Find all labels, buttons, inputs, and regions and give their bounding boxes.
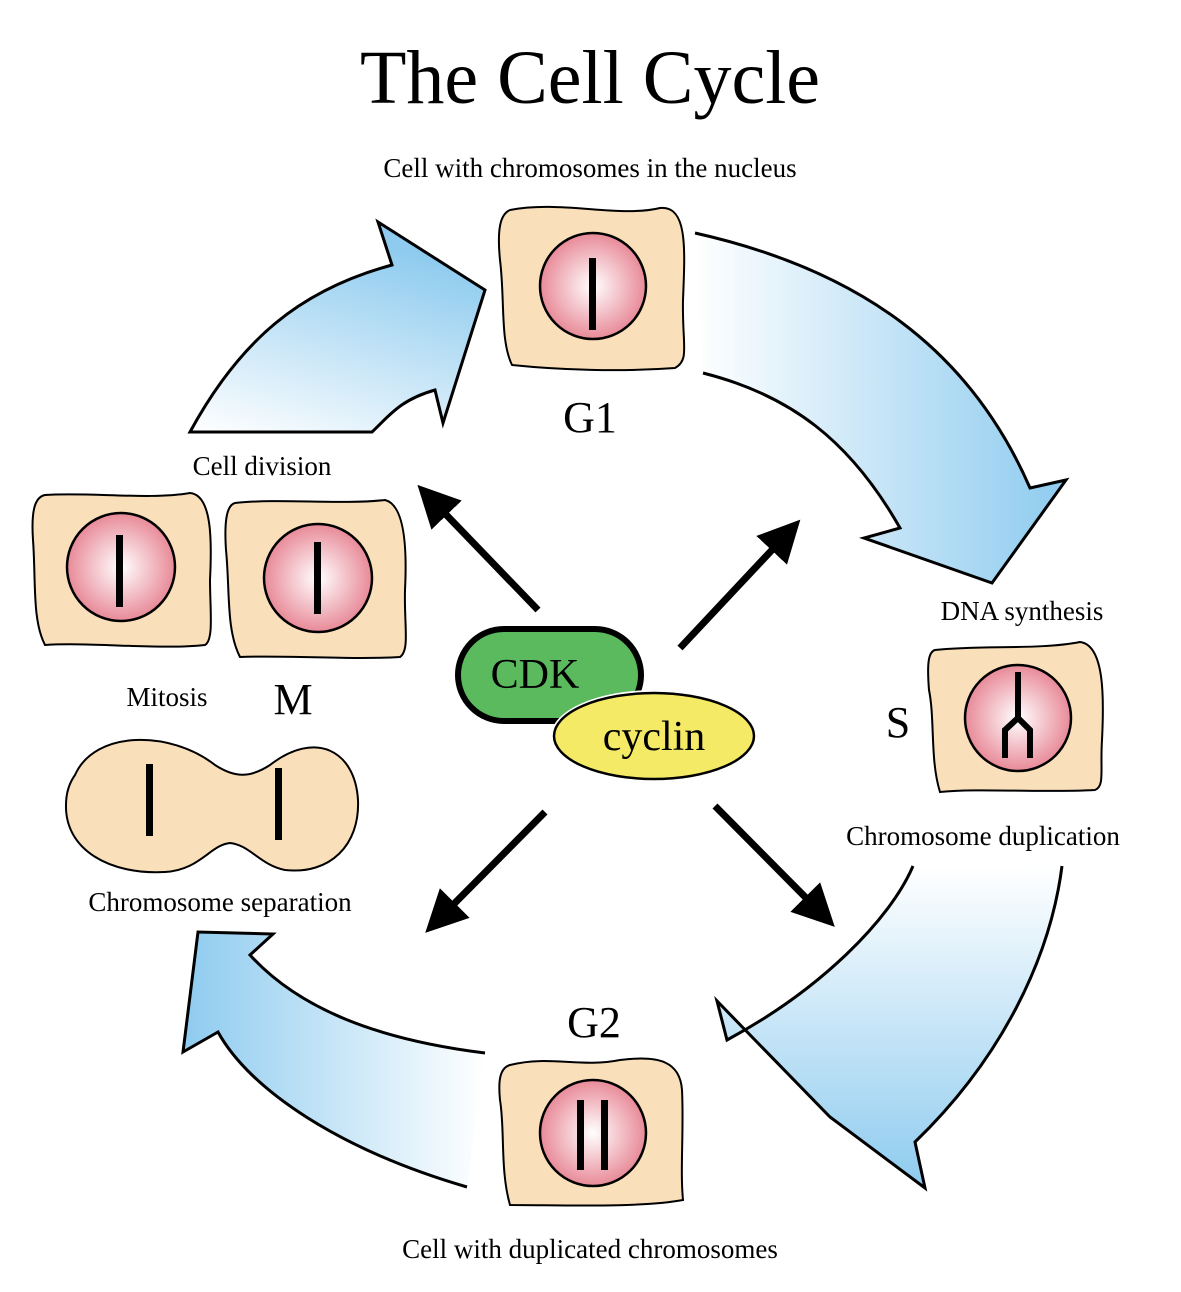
s-caption-bottom: Chromosome duplication [846,821,1120,851]
arrow-g2-to-m [181,930,486,1189]
g1-chromosome [589,258,596,330]
cyclin-label: cyclin [603,714,706,760]
daughter-cell-right [224,498,407,659]
cyclin-shape [552,691,756,781]
regulation-arrow-to-s [677,519,801,651]
regulation-arrow-to-g2-m [425,809,548,933]
regulation-arrow-to-g2 [712,803,835,927]
separated-chromosome-right [275,768,282,840]
s-replicating-chromosome [1002,672,1033,758]
m-phase-label: M [273,675,312,724]
cell-division-caption: Cell division [193,451,332,481]
s-cell [927,640,1104,794]
arrow-m-to-g1 [187,218,487,434]
g2-nucleus [538,1078,648,1188]
g2-cell [498,1057,685,1207]
chromosome-separation-caption: Chromosome separation [88,887,352,917]
cdk-cyclin-complex: CDK cyclin [455,626,757,782]
g2-chromosome-2 [601,1100,608,1170]
g1-caption: Cell with chromosomes in the nucleus [383,153,796,183]
g1-phase-label: G1 [563,393,617,442]
mitosis-label: Mitosis [126,682,207,712]
cdk-label: CDK [491,652,580,698]
s-phase-label: S [886,698,910,747]
regulation-arrow-to-m [417,484,541,613]
g2-caption: Cell with duplicated chromosomes [402,1234,778,1264]
cdk-shape [455,626,644,724]
arrow-s-to-g2 [714,865,1064,1192]
g2-phase-label: G2 [567,998,621,1047]
g2-chromosome-1 [577,1100,584,1170]
daughter-left-chromosome [116,535,123,607]
dividing-cytoplasm [64,739,360,874]
daughter-cell-left [31,491,212,648]
daughter-right-chromosome [314,542,321,614]
separated-chromosome-left [146,764,153,836]
dividing-cell [64,739,360,874]
g1-cell [497,205,686,372]
s-caption-top: DNA synthesis [941,596,1104,626]
diagram-title: The Cell Cycle [360,36,820,120]
arrow-g1-to-s [694,231,1070,585]
